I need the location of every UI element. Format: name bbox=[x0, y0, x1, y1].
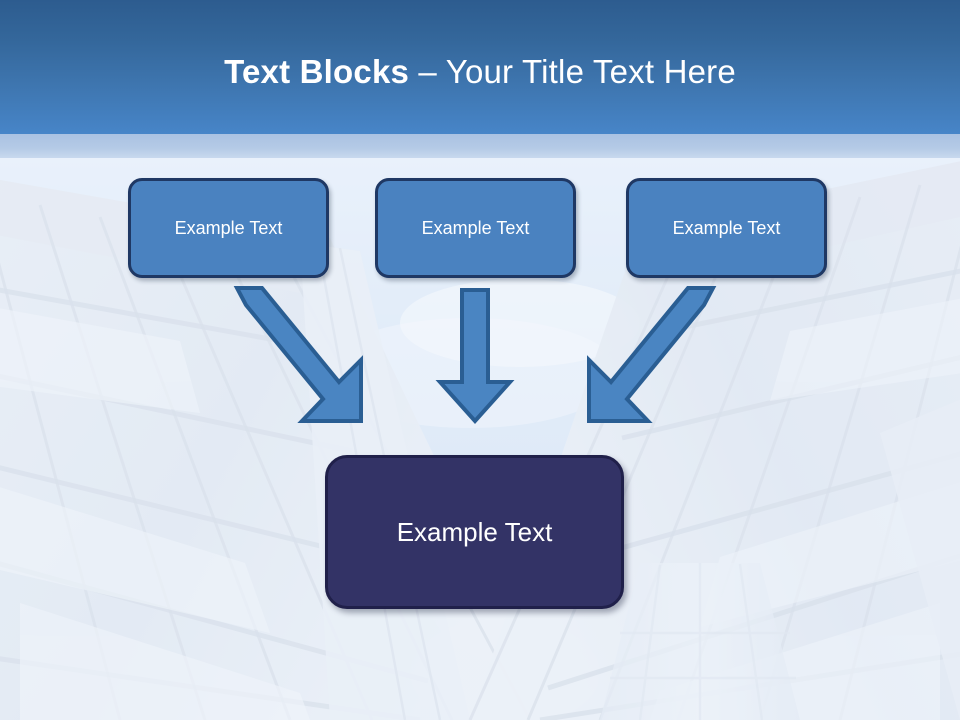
page-title-rest: – Your Title Text Here bbox=[409, 53, 736, 90]
header-accent-band bbox=[0, 133, 960, 158]
arrow-center-vertical bbox=[435, 288, 515, 424]
slide-header: Text Blocks – Your Title Text Here bbox=[0, 0, 960, 134]
text-block-3-label: Example Text bbox=[672, 217, 781, 238]
text-block-1-label: Example Text bbox=[174, 217, 283, 238]
text-block-1[interactable]: Example Text bbox=[128, 178, 329, 278]
arrow-left-diagonal bbox=[233, 286, 363, 423]
page-title-bold: Text Blocks bbox=[224, 53, 410, 90]
text-block-result-label: Example Text bbox=[396, 516, 553, 547]
text-block-result[interactable]: Example Text bbox=[325, 455, 624, 609]
text-block-2[interactable]: Example Text bbox=[375, 178, 576, 278]
text-block-2-label: Example Text bbox=[421, 217, 530, 238]
page-title: Text Blocks – Your Title Text Here bbox=[0, 52, 960, 92]
text-block-3[interactable]: Example Text bbox=[626, 178, 827, 278]
arrow-right-diagonal bbox=[587, 286, 717, 423]
